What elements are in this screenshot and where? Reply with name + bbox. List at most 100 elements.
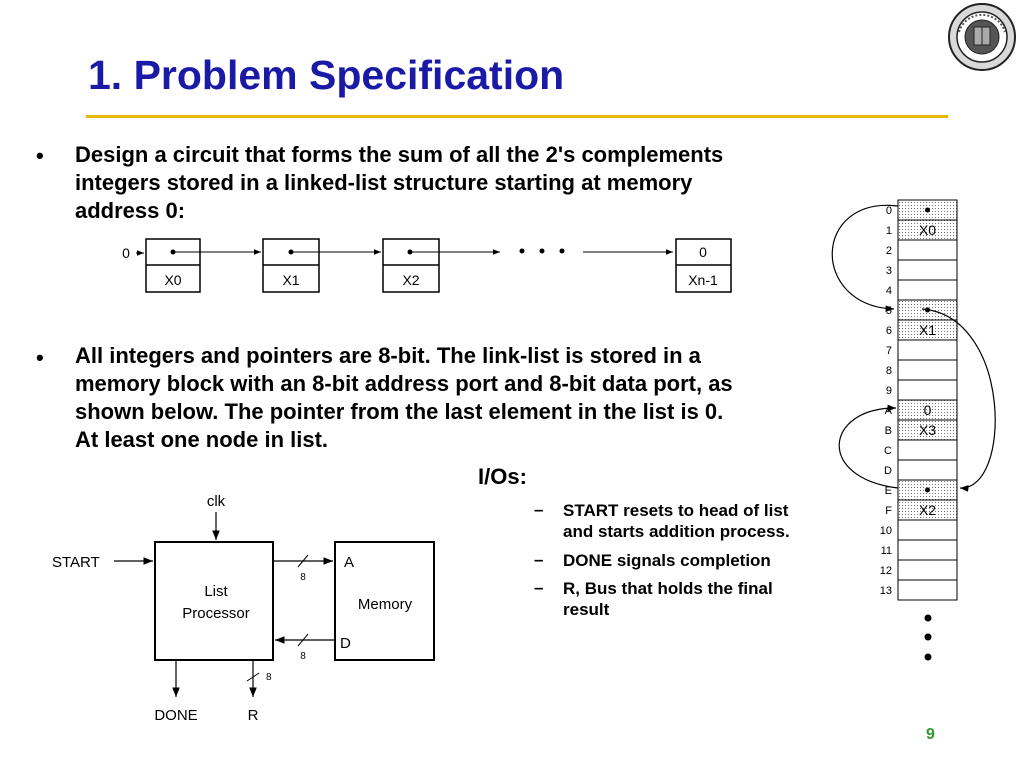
io-item-2-marker: – — [534, 550, 544, 569]
processor-label-line-1: List — [204, 583, 228, 600]
processor-label-line-2: Processor — [182, 605, 250, 622]
list-node-last-pointer: 0 — [699, 244, 707, 260]
memory-address-label: 6 — [886, 325, 892, 337]
bullet-1-line-1: Design a circuit that forms the sum of a… — [75, 142, 724, 167]
bullet-2-line-1: All integers and pointers are 8-bit. The… — [75, 343, 701, 368]
memory-label: Memory — [358, 596, 413, 613]
data-bus-slash — [297, 633, 309, 647]
memory-block — [334, 541, 435, 661]
list-node-1: X1 — [262, 238, 320, 293]
title-underline — [86, 115, 948, 118]
memory-cell — [897, 259, 958, 281]
memory-cell — [897, 279, 958, 301]
memory-cell-value: X1 — [919, 322, 936, 338]
memory-address-label: 13 — [880, 585, 892, 597]
memory-address-label: 3 — [886, 265, 892, 277]
clk-label: clk — [207, 493, 226, 510]
address-bus-width: 8 — [300, 572, 306, 583]
bullet-2-line-4: At least one node in list. — [75, 427, 329, 452]
list-node-2: X2 — [382, 238, 440, 293]
result-bus-slash — [246, 672, 260, 682]
memory-address-label: C — [884, 445, 892, 457]
memory-address-label: E — [885, 485, 892, 497]
port-d-label: D — [340, 635, 351, 652]
bullet-1-line-3: address 0: — [75, 198, 186, 223]
memory-address-label: F — [885, 505, 892, 517]
port-a-label: A — [344, 554, 354, 571]
list-node-0: X0 — [145, 238, 201, 293]
memory-cell — [897, 359, 958, 381]
pointer-arrow-0-to-5 — [831, 204, 899, 313]
memory-address-label: B — [885, 425, 892, 437]
list-node-2-value: X2 — [402, 272, 419, 288]
memory-cell-value: X0 — [919, 222, 936, 238]
io-item-r-line-1: R, Bus that holds the final — [563, 579, 773, 598]
memory-cell-value: X3 — [919, 422, 936, 438]
memory-cell-value: 0 — [924, 402, 932, 418]
start-label: START — [52, 554, 100, 571]
memory-address-label: D — [884, 465, 892, 477]
list-node-last: 0 Xn-1 — [675, 238, 732, 293]
memory-address-label: 5 — [886, 305, 892, 317]
io-item-r: R, Bus that holds the final result — [563, 578, 773, 620]
result-label: R — [248, 707, 259, 724]
io-item-1-marker: – — [534, 500, 544, 519]
memory-cell-value: X2 — [919, 502, 936, 518]
memory-continuation-dots — [924, 614, 932, 661]
io-item-start-line-2: and starts addition process. — [563, 522, 790, 541]
list-start-label: 0 — [122, 245, 130, 261]
memory-pointer-dot — [925, 207, 930, 213]
memory-cell — [897, 339, 958, 361]
memory-address-label: A — [885, 405, 893, 417]
list-node-last-value: Xn-1 — [688, 272, 718, 288]
io-item-start: START resets to head of list and starts … — [563, 500, 790, 542]
memory-cell — [897, 539, 958, 561]
memory-cell — [897, 439, 958, 461]
memory-address-label: 9 — [886, 385, 892, 397]
memory-cell — [897, 379, 958, 401]
result-bus-width: 8 — [266, 672, 272, 683]
memory-cell — [897, 519, 958, 541]
memory-address-label: 7 — [886, 345, 892, 357]
memory-address-label: 8 — [886, 365, 892, 377]
list-node-0-value: X0 — [164, 272, 181, 288]
list-processor-block — [154, 541, 274, 661]
memory-address-label: 2 — [886, 245, 892, 257]
memory-pointer-dot — [925, 487, 930, 493]
bullet-2-line-2: memory block with an 8-bit address port … — [75, 371, 733, 396]
university-seal-logo — [948, 3, 1016, 71]
pointer-arrow-E-to-A — [838, 404, 899, 489]
ellipsis-dots — [519, 248, 565, 254]
memory-cell — [897, 579, 958, 601]
page-number: 9 — [926, 726, 935, 743]
bullet-marker-2: • — [36, 345, 44, 370]
memory-cell — [897, 559, 958, 581]
block-diagram: List Processor Memory A D clk START 8 8 … — [52, 493, 435, 724]
bullet-marker-1: • — [36, 143, 44, 168]
ios-title: I/Os: — [478, 464, 527, 489]
io-item-r-line-2: result — [563, 600, 610, 619]
list-node-1-value: X1 — [282, 272, 299, 288]
pointer-arrow-5-to-E — [921, 308, 996, 492]
memory-address-label: 4 — [886, 285, 892, 297]
bullet-1-line-2: integers stored in a linked-list structu… — [75, 170, 693, 195]
io-item-done-line-1: DONE signals completion — [563, 551, 771, 570]
bullet-1-text: Design a circuit that forms the sum of a… — [75, 141, 723, 225]
io-item-3-marker: – — [534, 578, 544, 597]
address-bus-slash — [297, 554, 309, 568]
data-bus-width: 8 — [300, 651, 306, 662]
io-item-done: DONE signals completion — [563, 550, 771, 571]
done-label: DONE — [154, 707, 197, 724]
bullet-2-text: All integers and pointers are 8-bit. The… — [75, 342, 733, 454]
memory-address-label: 12 — [880, 565, 892, 577]
memory-address-label: 10 — [880, 525, 892, 537]
memory-address-label: 0 — [886, 205, 892, 217]
io-item-start-line-1: START resets to head of list — [563, 501, 789, 520]
linked-list-diagram: 0 X0 X1 X2 0 Xn-1 — [122, 238, 732, 293]
bullet-2-line-3: shown below. The pointer from the last e… — [75, 399, 724, 424]
memory-address-label: 1 — [886, 225, 892, 237]
slide-title: 1. Problem Specification — [88, 52, 565, 98]
memory-cell — [897, 459, 958, 481]
